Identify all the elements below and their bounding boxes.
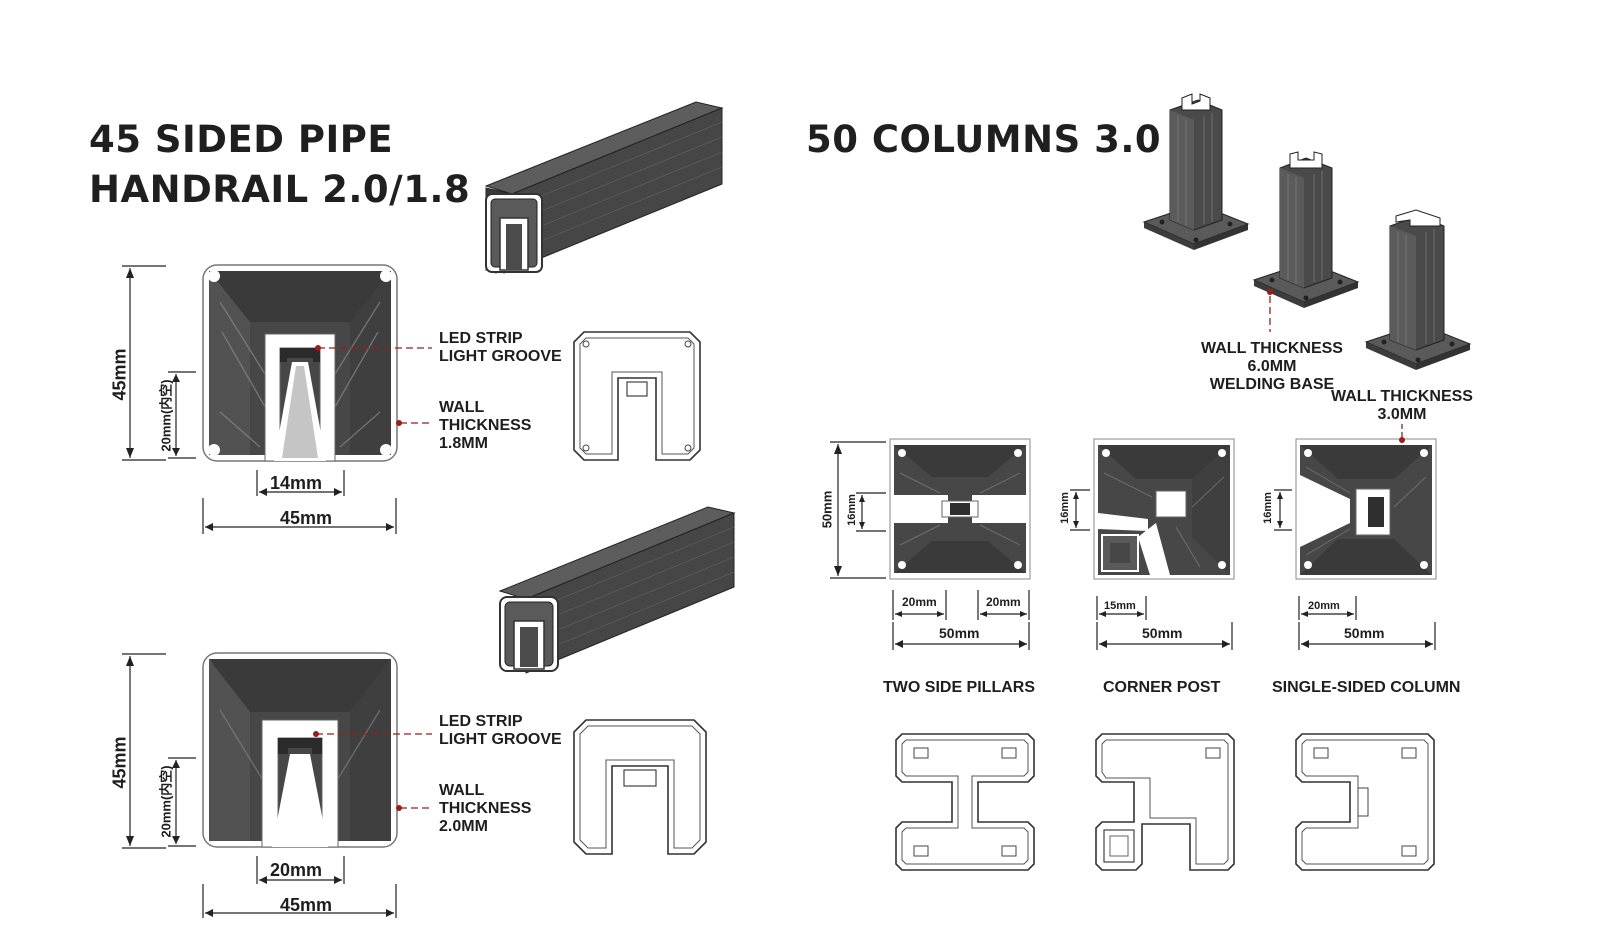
single-groove-dimension: 16mm — [1262, 492, 1274, 524]
wall-label-a: WALL THICKNESS 1.8MM — [439, 399, 532, 452]
corner-width-dimension: 50mm — [1142, 625, 1183, 641]
single-width-dimension: 50mm — [1344, 625, 1385, 641]
left-title-line-1: 45 SIDED PIPE — [89, 118, 394, 161]
corner-post-outline — [1095, 733, 1235, 871]
pillars-left-dimension: 20mm — [902, 595, 937, 609]
corner-post-section — [1093, 438, 1235, 580]
column-wall-label: WALL THICKNESS 3.0MM — [1331, 388, 1473, 423]
width-dimension-a: 45mm — [280, 508, 333, 528]
pillars-width-dimension: 50mm — [939, 625, 980, 641]
single-sided-column-outline — [1295, 733, 1435, 871]
caption-corner-post: CORNER POST — [1103, 679, 1221, 696]
corner-groove-dimension: 16mm — [1059, 492, 1071, 524]
slot-dimension-b: 20mm — [270, 860, 323, 880]
caption-two-side-pillars: TWO SIDE PILLARS — [883, 679, 1035, 696]
column-height-dimension: 50mm — [819, 490, 835, 529]
handrail-3d-view-b — [498, 506, 736, 674]
left-title-line-2: HANDRAIL 2.0/1.8 — [89, 168, 471, 211]
two-side-pillars-outline — [895, 733, 1035, 871]
groove-label-a: LED STRIP LIGHT GROOVE — [439, 330, 562, 365]
groove-label-b: LED STRIP LIGHT GROOVE — [439, 713, 562, 748]
handrail-outline-b — [573, 719, 707, 855]
pillars-right-dimension: 20mm — [986, 595, 1021, 609]
single-sided-column-section — [1295, 438, 1437, 580]
right-title: 50 COLUMNS 3.0 — [806, 118, 1162, 161]
width-dimension-b: 45mm — [280, 895, 333, 915]
handrail-3d-view-a — [484, 101, 724, 274]
corner-small-dimension: 15mm — [1104, 600, 1136, 612]
two-side-pillars-section — [889, 438, 1031, 580]
column-3d-views — [1142, 93, 1472, 370]
handrail-section-a — [202, 264, 398, 462]
wall-label-b: WALL THICKNESS 2.0MM — [439, 782, 532, 835]
slot-dimension-a: 14mm — [270, 473, 323, 493]
single-small-dimension: 20mm — [1308, 600, 1340, 612]
caption-single-sided-column: SINGLE-SIDED COLUMN — [1272, 679, 1461, 696]
handrail-section-b — [202, 652, 398, 848]
welding-base-label: WALL THICKNESS 6.0MM WELDING BASE — [1201, 340, 1343, 393]
handrail-outline-a — [573, 331, 701, 461]
pillars-groove-dimension: 16mm — [846, 494, 858, 526]
